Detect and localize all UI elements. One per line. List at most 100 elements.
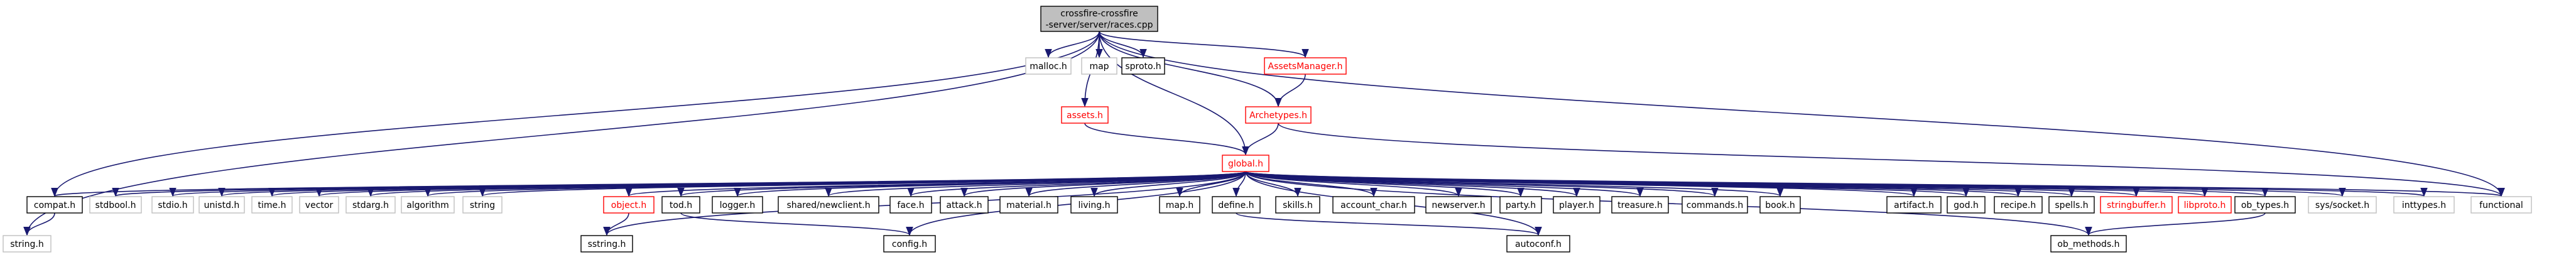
node-label: algorithm [406, 200, 449, 210]
node-living-h[interactable]: living.h [1070, 196, 1118, 214]
root-node-label-line1: crossfire-crossfire [1060, 9, 1138, 19]
node-archetypes-h[interactable]: Archetypes.h [1245, 106, 1312, 124]
node-box [2050, 235, 2127, 253]
node-treasure-h[interactable]: treasure.h [1611, 196, 1669, 214]
node-label: libproto.h [2184, 200, 2226, 210]
node-face-h[interactable]: face.h [889, 196, 932, 214]
node-assetsmanager-h[interactable]: AssetsManager.h [1264, 57, 1347, 75]
node-label: commands.h [1687, 200, 1744, 210]
node-god-h[interactable]: god.h [1947, 196, 1986, 214]
node-stdarg-h[interactable]: stdarg.h [345, 196, 396, 214]
node-map[interactable]: map [1081, 57, 1117, 75]
node-inttypes-h[interactable]: inttypes.h [2393, 196, 2455, 214]
node-box [778, 196, 879, 214]
node-global-h[interactable]: global.h [1222, 155, 1269, 172]
node-box [3, 235, 52, 253]
node-libproto-h[interactable]: libproto.h [2178, 196, 2232, 214]
node-box [89, 196, 142, 214]
node-label: spells.h [2055, 200, 2088, 210]
node-compat-h[interactable]: compat.h [26, 196, 83, 214]
node-label: unistd.h [204, 200, 240, 210]
edge-root-to-functional [1099, 31, 2505, 197]
node-label: treasure.h [1617, 200, 1663, 210]
node-stringbuffer-h[interactable]: stringbuffer.h [2100, 196, 2173, 214]
node-box [999, 196, 1058, 214]
node-box [2393, 196, 2455, 214]
node-label: shared/newclient.h [786, 200, 870, 210]
node-recipe-h[interactable]: recipe.h [1994, 196, 2043, 214]
node-logger-h[interactable]: logger.h [712, 196, 763, 214]
node-shared-newclient-h[interactable]: shared/newclient.h [778, 196, 879, 214]
node-functional[interactable]: functional [2470, 196, 2532, 214]
node-attack-h[interactable]: attack.h [940, 196, 989, 214]
node-label: sproto.h [1125, 62, 1161, 72]
node-player-h[interactable]: player.h [1553, 196, 1600, 214]
node-algorithm[interactable]: algorithm [401, 196, 455, 214]
node-vector[interactable]: vector [299, 196, 339, 214]
node-config-h[interactable]: config.h [883, 235, 936, 253]
node-ob-types-h[interactable]: ob_types.h [2234, 196, 2296, 214]
node-stdio-h[interactable]: stdio.h [151, 196, 194, 214]
node-sproto-h[interactable]: sproto.h [1121, 57, 1165, 75]
node-sstring-h[interactable]: sstring.h [580, 235, 633, 253]
node-label: living.h [1078, 200, 1110, 210]
node-artifact-h[interactable]: artifact.h [1886, 196, 1942, 214]
node-label: material.h [1006, 200, 1052, 210]
node-label: god.h [1954, 200, 1979, 210]
edges-layer [23, 31, 2505, 236]
node-box [1499, 196, 1542, 214]
edge-root-to-assetsmanager-h [1099, 31, 1309, 58]
node-label: logger.h [720, 200, 756, 210]
root-node-label-line2: -server/server/races.cpp [1046, 20, 1153, 30]
node-assets-h[interactable]: assets.h [1061, 106, 1109, 124]
node-box [1886, 196, 1942, 214]
node-tod-h[interactable]: tod.h [661, 196, 700, 214]
node-unistd-h[interactable]: unistd.h [198, 196, 245, 214]
node-party-h[interactable]: party.h [1499, 196, 1542, 214]
node-box [2470, 196, 2532, 214]
node-box [1611, 196, 1669, 214]
node-map-h[interactable]: map.h [1159, 196, 1200, 214]
node-box [1081, 57, 1117, 75]
node-autoconf-h[interactable]: autoconf.h [1506, 235, 1570, 253]
node-stdbool-h[interactable]: stdbool.h [89, 196, 142, 214]
node-malloc-h[interactable]: malloc.h [1025, 57, 1072, 75]
node-box [1159, 196, 1200, 214]
node-newserver-h[interactable]: newserver.h [1425, 196, 1492, 214]
node-ob-methods-h[interactable]: ob_methods.h [2050, 235, 2127, 253]
node-sys-socket-h[interactable]: sys/socket.h [2308, 196, 2377, 214]
node-time-h[interactable]: time.h [251, 196, 293, 214]
node-label: newserver.h [1432, 200, 1485, 210]
node-string[interactable]: string [462, 196, 503, 214]
node-material-h[interactable]: material.h [999, 196, 1058, 214]
node-define-h[interactable]: define.h [1212, 196, 1261, 214]
node-label: account_char.h [1340, 200, 1407, 210]
node-box [1994, 196, 2043, 214]
node-box [198, 196, 245, 214]
node-box [151, 196, 194, 214]
node-account-char-h[interactable]: account_char.h [1332, 196, 1415, 214]
node-string-h[interactable]: string.h [3, 235, 52, 253]
node-box [2308, 196, 2377, 214]
node-box [2100, 196, 2173, 214]
root-node[interactable]: crossfire-crossfire -server/server/races… [1040, 6, 1158, 32]
node-box [1332, 196, 1415, 214]
edge-global-h-to-material-h [1025, 171, 1246, 197]
node-label: party.h [1506, 200, 1536, 210]
node-label: AssetsManager.h [1268, 62, 1343, 72]
edge-global-h-to-string [479, 171, 1246, 197]
node-label: skills.h [1283, 200, 1313, 210]
edge-global-h-to-newserver-h [1245, 171, 1462, 197]
node-label: recipe.h [2001, 200, 2036, 210]
node-label: attack.h [946, 200, 982, 210]
node-spells-h[interactable]: spells.h [2048, 196, 2095, 214]
node-book-h[interactable]: book.h [1759, 196, 1801, 214]
node-box [1682, 196, 1748, 214]
edge-global-h-to-functional [1245, 171, 2504, 197]
node-object-h[interactable]: object.h [603, 196, 655, 214]
node-commands-h[interactable]: commands.h [1682, 196, 1748, 214]
node-box [2048, 196, 2095, 214]
node-label: assets.h [1067, 111, 1103, 121]
node-skills-h[interactable]: skills.h [1275, 196, 1320, 214]
node-box [1947, 196, 1986, 214]
